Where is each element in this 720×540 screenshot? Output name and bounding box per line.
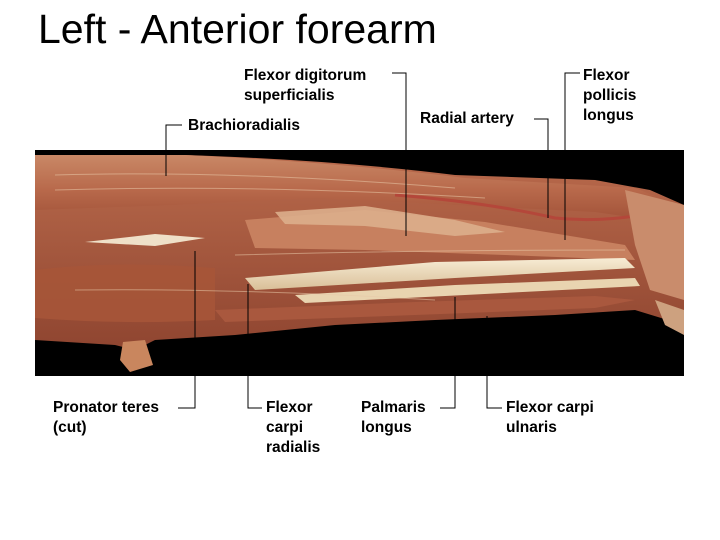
wrist-tab <box>655 300 684 335</box>
flexor-carpi-radialis-tendon <box>245 258 635 290</box>
label-brachioradialis: Brachioradialis <box>188 117 300 134</box>
forearm-dissection-photo <box>35 150 684 376</box>
leader-radial-artery <box>534 118 549 218</box>
leader-fpl <box>564 72 580 240</box>
fibre-streaks <box>54 173 626 301</box>
radial-artery-vessel <box>394 193 636 222</box>
leader-fcr <box>247 284 262 409</box>
fds-band <box>275 206 505 236</box>
label-palmaris-longus: Palmaris longus <box>361 399 426 436</box>
cut-edge-tab <box>120 340 153 372</box>
slide-title: Left - Anterior forearm <box>38 6 437 52</box>
label-pronator-teres: Pronator teres (cut) <box>53 399 159 436</box>
proximal-muscle <box>35 264 215 323</box>
wrist-region <box>625 190 684 300</box>
label-flexor-carpi-radialis: Flexor carpi radialis <box>266 399 321 456</box>
leader-fcu <box>486 316 502 409</box>
leader-pronator-teres <box>178 251 196 409</box>
label-flexor-pollicis-longus: Flexor pollicis longus <box>583 67 637 124</box>
leader-palmaris <box>440 297 456 409</box>
leader-fds <box>392 72 407 236</box>
pronator-teres-stub <box>85 234 205 246</box>
leader-brachioradialis <box>165 124 182 176</box>
label-radial-artery: Radial artery <box>420 110 514 127</box>
forearm-illustration <box>35 155 684 372</box>
label-flexor-digitorum-superficialis: Flexor digitorum superficialis <box>244 67 367 104</box>
flexor-carpi-ulnaris-muscle <box>215 296 635 322</box>
brachioradialis-muscle <box>35 155 684 225</box>
label-flexor-carpi-ulnaris: Flexor carpi ulnaris <box>506 399 594 436</box>
